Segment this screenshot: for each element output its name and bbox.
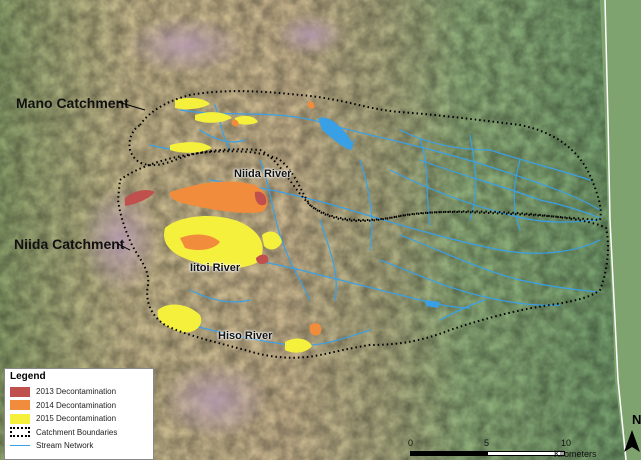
legend-label: 2014 Decontamination [36, 400, 117, 410]
legend-item-2015: 2015 Decontamination [10, 412, 148, 426]
scale-tick-0: 0 [408, 438, 414, 448]
decontamination-2013 [125, 190, 269, 265]
niida-catchment-boundary [116, 150, 609, 359]
coastal-plain [600, 0, 641, 460]
highland-patch [275, 13, 345, 57]
scale-bar: 0 5 10 Kilometers [398, 438, 598, 460]
legend-item-2013: 2013 Decontamination [10, 385, 148, 399]
legend-item-2014: 2014 Decontamination [10, 399, 148, 413]
legend-swatch-2014 [10, 400, 30, 411]
scale-bar-segment [487, 451, 565, 456]
legend-label: 2015 Decontamination [36, 414, 117, 424]
niida-catchment-label: Niida Catchment [14, 236, 125, 252]
legend-panel: Legend 2013 Decontamination 2014 Deconta… [4, 368, 154, 460]
north-arrow: N [624, 412, 641, 452]
legend-item-catchment: Catchment Boundaries [10, 426, 148, 440]
coastline [604, 0, 627, 460]
niida-river-label: Niida River [234, 168, 292, 180]
reservoir [318, 117, 353, 150]
highland-patch [125, 15, 245, 75]
scale-tick-10: 10 [561, 438, 572, 448]
scale-bar-segment [410, 451, 487, 456]
legend-swatch-stream [10, 445, 30, 447]
hiso-river-label: Hiso River [218, 330, 273, 342]
mano-catchment-label: Mano Catchment [16, 95, 129, 111]
legend-swatch-2013 [10, 386, 30, 397]
legend-label: Stream Network [36, 441, 94, 451]
scale-tick-5: 5 [484, 438, 490, 448]
legend-label: Catchment Boundaries [36, 427, 118, 437]
highland-patch [80, 185, 160, 295]
legend-swatch-2015 [10, 413, 30, 424]
north-letter: N [632, 412, 641, 427]
decontamination-2014 [169, 101, 322, 336]
reservoir [425, 300, 440, 308]
north-arrow-icon [624, 430, 640, 452]
scale-unit: Kilometers [554, 449, 597, 459]
highland-patch [160, 360, 270, 440]
legend-label: 2013 Decontamination [36, 387, 117, 397]
legend-item-streams: Stream Network [10, 439, 148, 453]
legend-title: Legend [10, 371, 46, 382]
legend-swatch-boundary [10, 427, 30, 438]
iitoi-river-label: Iitoi River [190, 262, 241, 274]
